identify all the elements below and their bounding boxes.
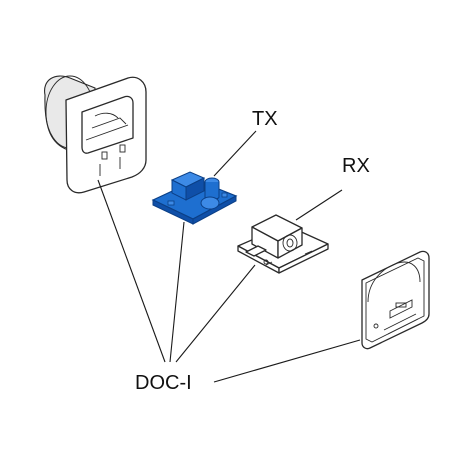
- label-doc-i: DOC-I: [135, 372, 192, 394]
- housing-part: [44, 75, 147, 194]
- leader-doc-housing: [97, 179, 166, 363]
- label-tx: TX: [252, 108, 278, 130]
- leader-lines: [97, 130, 361, 383]
- leader-tx: [213, 130, 257, 177]
- label-rx: RX: [342, 155, 370, 177]
- leader-doc-tx: [169, 221, 185, 363]
- front-cover-part: [361, 250, 430, 350]
- leader-doc-rx: [175, 264, 256, 363]
- leader-doc-cover: [213, 339, 361, 383]
- rx-board-part: [237, 214, 329, 274]
- tx-board-part: [151, 171, 238, 225]
- leader-rx: [295, 189, 343, 221]
